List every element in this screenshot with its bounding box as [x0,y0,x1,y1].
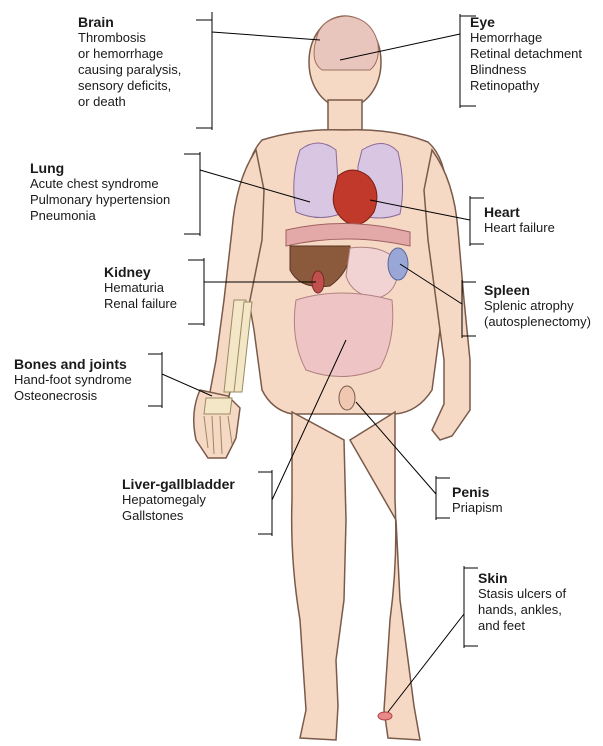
heart-organ [333,170,377,224]
kidney-title: Kidney [104,264,177,280]
eye-line: Retinopathy [470,78,582,94]
bones-line: Osteonecrosis [14,388,132,404]
penis-label: Penis Priapism [452,484,503,516]
spleen-label: Spleen Splenic atrophy (autosplenectomy) [484,282,591,330]
right-lung [294,143,340,218]
heart-label: Heart Heart failure [484,204,555,236]
brain-line: sensory deficits, [78,78,181,94]
skin-label: Skin Stasis ulcers of hands, ankles, and… [478,570,566,634]
brain-line: or death [78,94,181,110]
eye-line: Blindness [470,62,582,78]
eye-line: Hemorrhage [470,30,582,46]
liver-line: Gallstones [122,508,235,524]
lung-line: Acute chest syndrome [30,176,170,192]
kidney-line: Hematuria [104,280,177,296]
lung-line: Pneumonia [30,208,170,224]
lung-title: Lung [30,160,170,176]
bones-line: Hand-foot syndrome [14,372,132,388]
eye-title: Eye [470,14,582,30]
lung-label: Lung Acute chest syndrome Pulmonary hype… [30,160,170,224]
intestines [294,293,392,377]
liver-line: Hepatomegaly [122,492,235,508]
skin-ulcer [378,712,392,720]
skin-line: hands, ankles, [478,602,566,618]
skin-line: Stasis ulcers of [478,586,566,602]
heart-title: Heart [484,204,555,220]
brain-organ [314,16,378,70]
brain-line: or hemorrhage [78,46,181,62]
spleen-title: Spleen [484,282,591,298]
brain-label: Brain Thrombosis or hemorrhage causing p… [78,14,181,110]
lung-line: Pulmonary hypertension [30,192,170,208]
kidney-line: Renal failure [104,296,177,312]
eye-label: Eye Hemorrhage Retinal detachment Blindn… [470,14,582,94]
brain-line: causing paralysis, [78,62,181,78]
skin-line: and feet [478,618,566,634]
brain-line: Thrombosis [78,30,181,46]
skin-title: Skin [478,570,566,586]
liver-title: Liver-gallbladder [122,476,235,492]
kidney-label: Kidney Hematuria Renal failure [104,264,177,312]
liver-label: Liver-gallbladder Hepatomegaly Gallstone… [122,476,235,524]
penis-title: Penis [452,484,503,500]
spleen-line: (autosplenectomy) [484,314,591,330]
brain-title: Brain [78,14,181,30]
penis-organ [339,386,355,410]
bones-label: Bones and joints Hand-foot syndrome Oste… [14,356,132,404]
eye-line: Retinal detachment [470,46,582,62]
heart-line: Heart failure [484,220,555,236]
bones-title: Bones and joints [14,356,132,372]
penis-line: Priapism [452,500,503,516]
spleen-line: Splenic atrophy [484,298,591,314]
spleen-organ [388,248,408,280]
